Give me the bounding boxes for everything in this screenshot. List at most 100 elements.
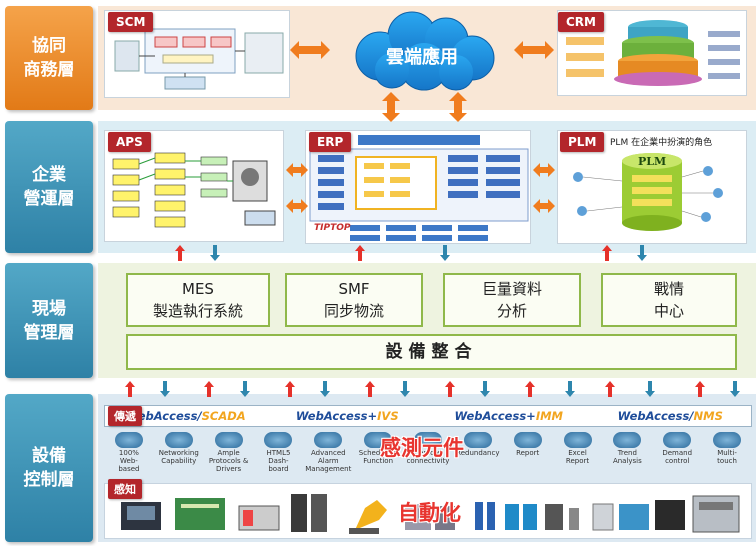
feature-item: Report: [503, 430, 553, 476]
plm-caption: PLM 在企業中扮演的角色: [610, 138, 713, 148]
erp-tag: ERP: [309, 132, 352, 152]
feature-item: 100% Web- based: [104, 430, 154, 476]
smf-subtitle: 同步物流: [323, 302, 384, 320]
feature-item: HTML5 Dash- board: [254, 430, 304, 476]
aps-tag: APS: [108, 132, 151, 152]
feature-item: Networking Capability: [154, 430, 204, 476]
down-arrow: [480, 381, 490, 397]
layer-label-enterprise: 企業 營運層: [5, 121, 93, 253]
bigdata-title: 巨量資料: [481, 280, 542, 298]
layer-label-collab: 協同 商務層: [5, 6, 93, 110]
feature-item: Ample Protocols & Drivers: [204, 430, 254, 476]
aps-erp-arrow-upper: [286, 163, 308, 177]
feature-item: Excel Report: [553, 430, 603, 476]
warroom-title: 戰情: [653, 280, 684, 298]
warroom-box: 戰情 中心: [601, 273, 737, 327]
feature-icon: [164, 432, 193, 448]
mes-subtitle: 製造執行系統: [152, 302, 243, 320]
warroom-subtitle: 中心: [653, 302, 684, 320]
down-arrow: [440, 245, 450, 261]
feature-label: Report: [516, 449, 540, 457]
feature-label: 100% Web- based: [118, 449, 140, 473]
aps-diagram-graphic: [112, 152, 276, 228]
down-arrow: [240, 381, 250, 397]
bigdata-box: 巨量資料 分析: [443, 273, 581, 327]
down-arrow: [730, 381, 740, 397]
cloud-crm-arrow: [514, 41, 554, 59]
feature-item: Multi- touch: [702, 430, 752, 476]
cloud-application: 雲端應用: [334, 6, 510, 94]
cloud-erp-arrow-left: [382, 92, 400, 122]
feature-icon: [713, 432, 742, 448]
aps-diagram: [104, 130, 284, 242]
smf-title: SMF: [338, 280, 370, 298]
feature-label: Demand control: [662, 449, 693, 465]
transmit-tag: 傳遞: [108, 406, 142, 426]
feature-icon: [413, 432, 442, 448]
crm-diagram-graphic: [566, 20, 740, 86]
layer-label-device: 設備 控制層: [5, 394, 93, 542]
feature-icon: [663, 432, 692, 448]
feature-icon: [563, 432, 592, 448]
feature-item: Demand control: [652, 430, 702, 476]
up-arrow: [525, 381, 535, 397]
erp-logo-text: TIPTOP: [314, 223, 351, 233]
webaccess-bar: WebAccess/SCADA WebAccess+IVS WebAccess+…: [104, 405, 752, 427]
up-arrow: [285, 381, 295, 397]
plm-tag: PLM: [560, 132, 605, 152]
scm-diagram: [104, 10, 290, 98]
feature-label: Excel Report: [565, 449, 590, 465]
feature-icon: [264, 432, 293, 448]
up-arrow: [602, 245, 612, 261]
feature-icon: [613, 432, 642, 448]
webaccess-imm: WebAccess+IMM: [454, 409, 563, 423]
feature-item: Advanced Alarm Management: [303, 430, 353, 476]
down-arrow: [320, 381, 330, 397]
scm-cloud-arrow: [290, 41, 330, 59]
up-arrow: [125, 381, 135, 397]
webaccess-scada: WebAccess/SCADA: [125, 409, 246, 423]
cloud-erp-arrow-right: [449, 92, 467, 122]
feature-label: HTML5 Dash- board: [266, 449, 291, 473]
cloud-label: 雲端應用: [386, 47, 458, 68]
feature-icon: [364, 432, 393, 448]
down-arrow: [400, 381, 410, 397]
sensing-overlay: 感測元件: [380, 436, 464, 460]
crm-tag: CRM: [558, 12, 604, 32]
feature-icon: [463, 432, 492, 448]
up-arrow: [204, 381, 214, 397]
up-arrow: [355, 245, 365, 261]
feature-label: Multi- touch: [717, 449, 737, 465]
feature-label: Trend Analysis: [612, 449, 642, 465]
feature-icon: [314, 432, 343, 448]
erp-plm-arrow-upper: [533, 163, 555, 177]
device-row: [104, 483, 752, 539]
cloud-icon: [355, 11, 495, 91]
sense-tag: 感知: [108, 479, 142, 499]
up-arrow: [175, 245, 185, 261]
feature-label: Advanced Alarm Management: [305, 449, 352, 473]
erp-plm-arrow-lower: [533, 199, 555, 213]
down-arrow: [637, 245, 647, 261]
layer-label-field: 現場 管理層: [5, 263, 93, 378]
up-arrow: [605, 381, 615, 397]
feature-icon: [114, 432, 143, 448]
feature-label: Ample Protocols & Drivers: [208, 449, 249, 473]
down-arrow: [210, 245, 220, 261]
erp-diagram-graphic: [309, 135, 529, 241]
feature-label: Scheduling Function: [358, 449, 398, 465]
scm-diagram-graphic: [114, 28, 284, 90]
up-arrow: [695, 381, 705, 397]
feature-item: Redundancy: [453, 430, 503, 476]
feature-item: Trend Analysis: [602, 430, 652, 476]
mes-title: MES: [182, 280, 214, 298]
down-arrow: [565, 381, 575, 397]
webaccess-ivs: WebAccess+IVS: [295, 409, 399, 423]
up-arrow: [365, 381, 375, 397]
webaccess-nms: WebAccess/NMS: [617, 409, 723, 423]
up-arrow: [445, 381, 455, 397]
aps-erp-arrow-lower: [286, 199, 308, 213]
feature-item: Scheduling Function: [353, 430, 403, 476]
feature-icon: [513, 432, 542, 448]
